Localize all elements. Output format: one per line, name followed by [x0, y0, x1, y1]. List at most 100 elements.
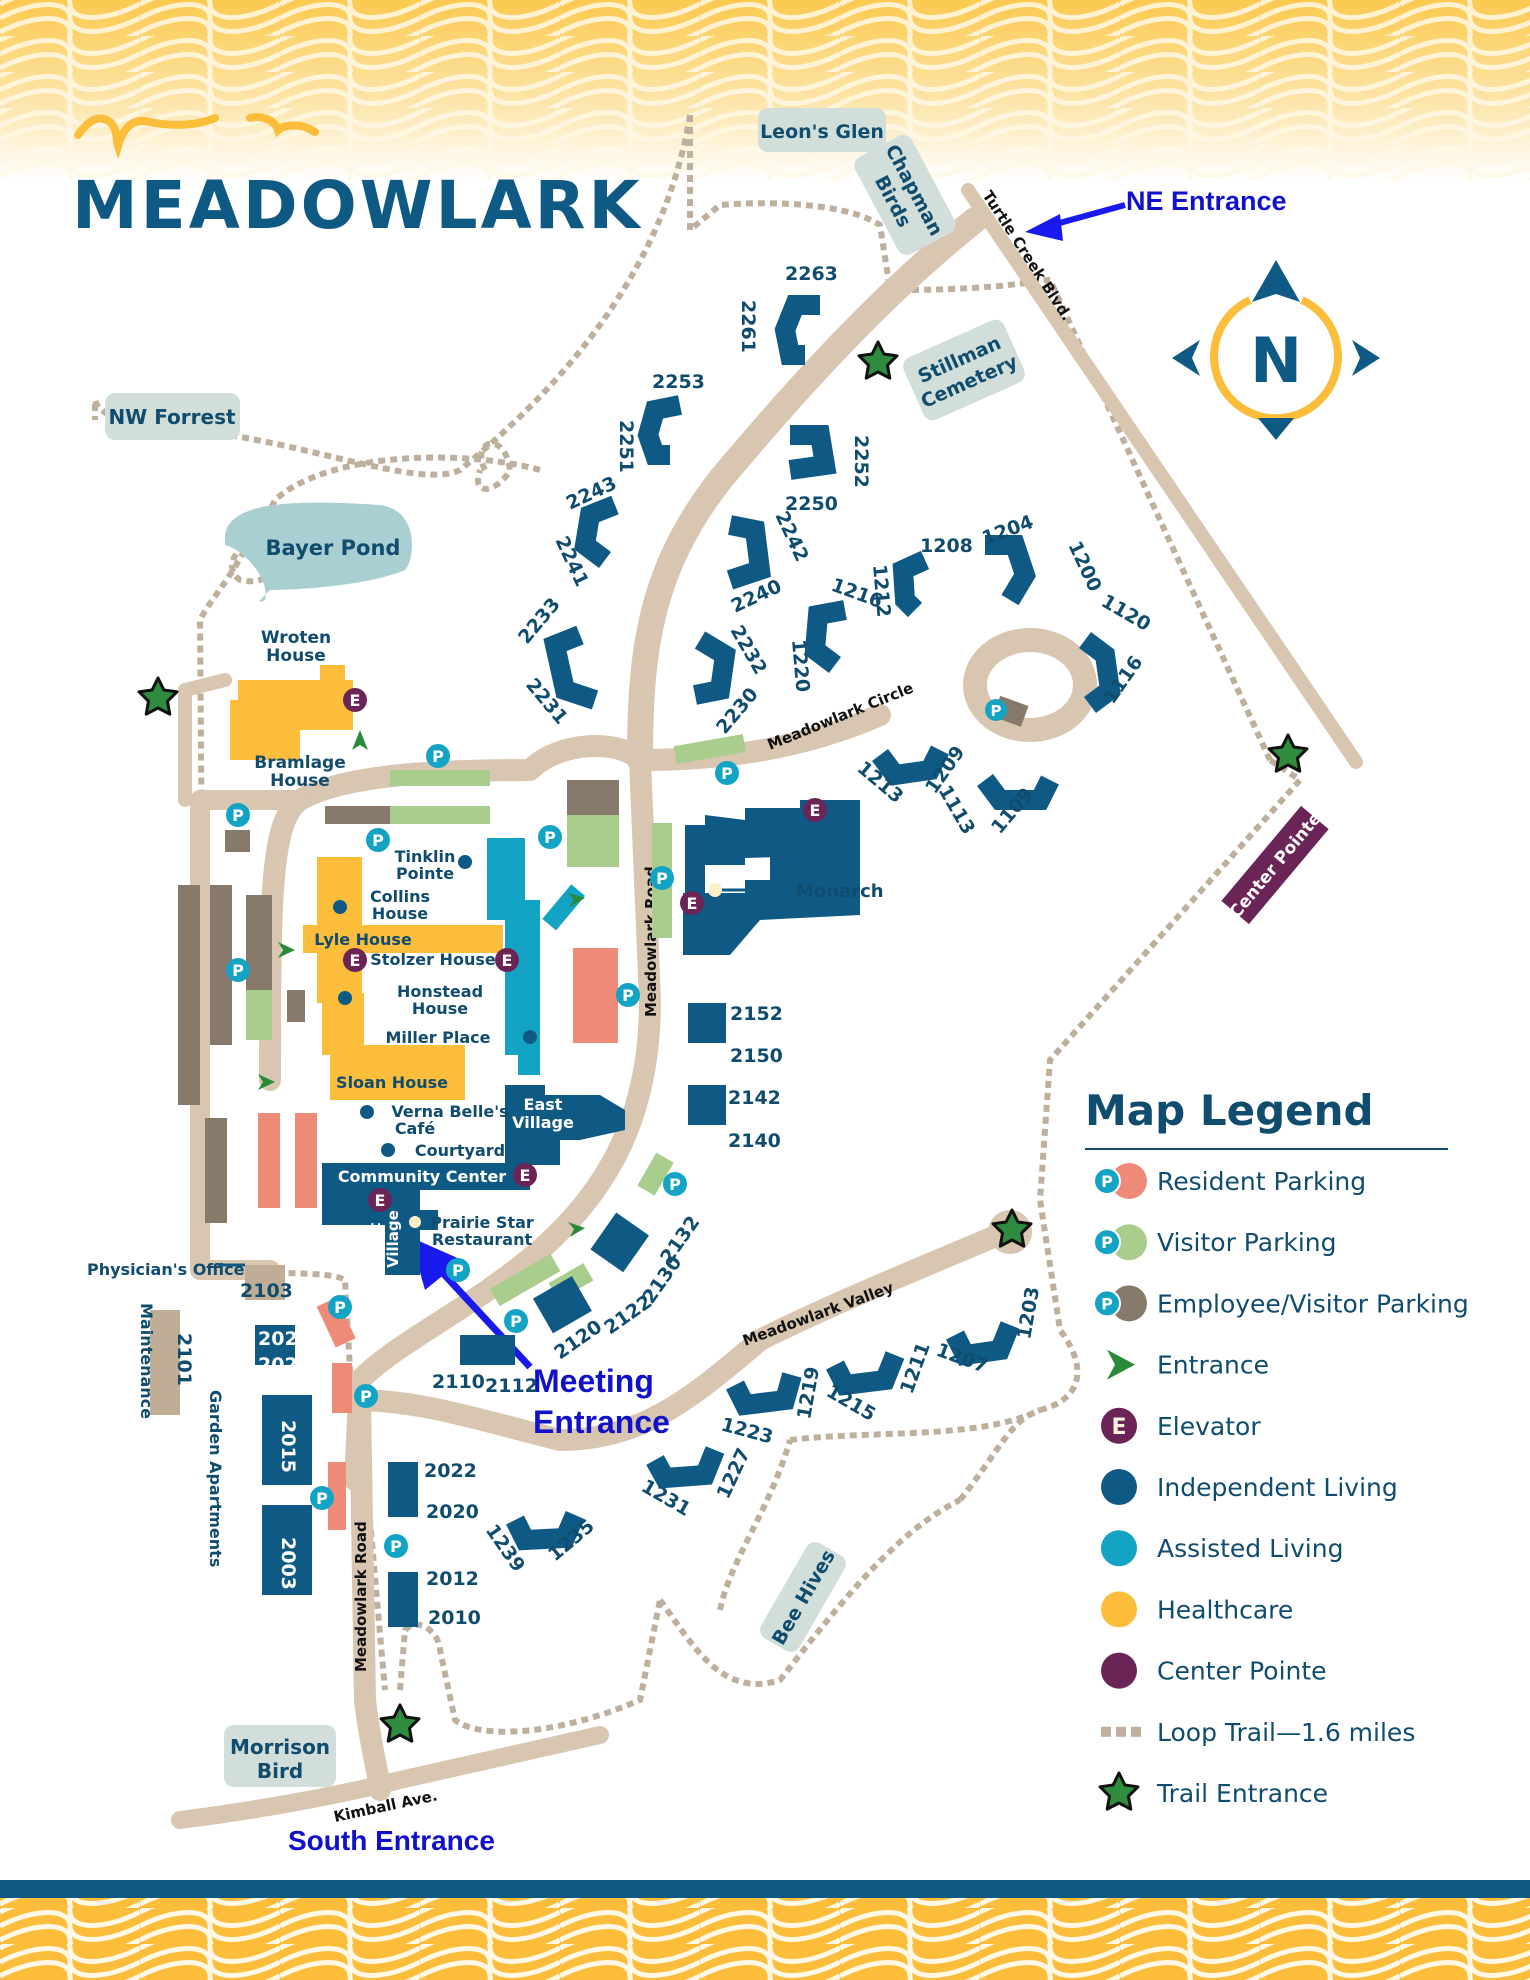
landmark-nw-forrest: NW Forrest — [105, 393, 240, 440]
legend-label: Employee/Visitor Parking — [1157, 1289, 1469, 1318]
legend-label: Trail Entrance — [1156, 1779, 1328, 1808]
legend-item: Assisted Living — [1101, 1530, 1343, 1567]
svg-text:2242: 2242 — [770, 508, 812, 565]
roads — [171, 183, 1363, 1829]
legend-item: E Elevator — [1101, 1407, 1261, 1444]
svg-text:Community Center: Community Center — [338, 1167, 506, 1186]
svg-text:P: P — [372, 831, 384, 850]
legend-item: Trail Entrance — [1098, 1771, 1328, 1811]
svg-text:E: E — [687, 894, 698, 913]
svg-text:House: House — [412, 999, 468, 1018]
landmark-bee-hives: Bee Hives — [760, 1542, 846, 1652]
legend-label: Center Pointe — [1157, 1657, 1327, 1686]
svg-text:2015: 2015 — [277, 1420, 299, 1473]
elevator-icon: E — [513, 1163, 537, 1187]
parking-p-icon: P — [426, 744, 450, 768]
svg-text:2010: 2010 — [428, 1607, 481, 1629]
svg-text:Garden Apartments: Garden Apartments — [206, 1390, 225, 1567]
elevator-icon: E — [495, 948, 519, 972]
parking-p-icon: P — [1093, 1285, 1147, 1322]
elevator-icon: E — [343, 948, 367, 972]
svg-text:2022: 2022 — [424, 1460, 477, 1482]
svg-text:2251: 2251 — [615, 420, 637, 473]
svg-text:P: P — [390, 1537, 402, 1556]
svg-text:2150: 2150 — [730, 1045, 783, 1067]
svg-text:Morrison: Morrison — [230, 1735, 330, 1759]
svg-text:NW Forrest: NW Forrest — [108, 405, 236, 429]
svg-text:1212: 1212 — [868, 564, 895, 619]
svg-text:1211: 1211 — [896, 1339, 935, 1396]
svg-text:2020: 2020 — [426, 1501, 479, 1523]
trail-entrance-star-icon — [857, 340, 899, 380]
dot-icon — [1101, 1469, 1137, 1505]
landmark-stillman-cemetery: Stillman Cemetery — [903, 319, 1025, 421]
legend-label: Elevator — [1157, 1412, 1261, 1441]
svg-text:Entrance: Entrance — [533, 1404, 670, 1440]
legend-label: Assisted Living — [1157, 1534, 1343, 1563]
entrance-arrow-icon — [568, 1222, 585, 1237]
svg-text:2261: 2261 — [737, 300, 759, 353]
svg-text:1223: 1223 — [719, 1414, 776, 1449]
svg-text:P: P — [316, 1489, 328, 1508]
svg-text:2142: 2142 — [728, 1087, 781, 1109]
elevator-icon: E — [368, 1188, 392, 1212]
parking-p-icon: P — [310, 1486, 334, 1510]
svg-text:1113: 1113 — [934, 782, 979, 839]
parking-p-icon: P — [226, 803, 250, 827]
svg-text:Bird: Bird — [257, 1759, 303, 1783]
svg-text:E: E — [520, 1166, 531, 1185]
legend-label: Independent Living — [1157, 1473, 1398, 1502]
road-label-turtle-creek: Turtle Creek Blvd. — [979, 187, 1076, 324]
svg-text:Village: Village — [512, 1113, 574, 1132]
legend-title: Map Legend — [1085, 1086, 1374, 1135]
dot-icon — [1101, 1591, 1137, 1628]
dot-icon — [1101, 1530, 1137, 1567]
ne-entrance-annotation: NE Entrance — [1025, 186, 1287, 241]
monarch-building: Monarch — [685, 800, 884, 945]
svg-text:2140: 2140 — [728, 1130, 781, 1152]
svg-text:2110: 2110 — [432, 1371, 485, 1393]
svg-text:2252: 2252 — [850, 435, 872, 488]
parking-p-icon: P — [446, 1258, 470, 1282]
svg-text:House: House — [266, 646, 326, 666]
legend-item: Center Pointe — [1101, 1652, 1327, 1689]
svg-text:1220: 1220 — [787, 639, 814, 694]
svg-text:P: P — [232, 961, 244, 980]
svg-text:E: E — [1111, 1415, 1126, 1440]
svg-text:Bramlage: Bramlage — [254, 753, 346, 773]
svg-text:Honstead: Honstead — [397, 982, 483, 1001]
svg-text:Verna Belle's: Verna Belle's — [391, 1102, 508, 1121]
svg-text:Tinklin: Tinklin — [395, 847, 456, 866]
svg-text:P: P — [232, 806, 244, 825]
svg-text:Leon's Glen: Leon's Glen — [760, 121, 884, 143]
svg-text:P: P — [721, 764, 733, 783]
svg-text:2250: 2250 — [785, 493, 838, 515]
apartment-clusters — [506, 295, 1121, 1551]
elevator-icon: E — [343, 688, 367, 712]
svg-text:P: P — [1101, 1172, 1113, 1191]
svg-text:P: P — [544, 828, 556, 847]
svg-text:2152: 2152 — [730, 1003, 783, 1025]
svg-text:Café: Café — [395, 1119, 436, 1138]
svg-text:Stolzer House: Stolzer House — [370, 950, 496, 969]
svg-text:House: House — [372, 904, 428, 923]
svg-text:2003: 2003 — [277, 1537, 299, 1590]
svg-text:E: E — [375, 1191, 386, 1210]
legend-item: P Employee/Visitor Parking — [1093, 1285, 1469, 1322]
svg-text:N: N — [1250, 324, 1302, 397]
svg-text:E: E — [350, 691, 361, 710]
trail-dashes-icon — [1101, 1726, 1141, 1737]
road-label-meadowlark-road-south: Meadowlark Road — [352, 1521, 370, 1672]
svg-text:East: East — [524, 1095, 563, 1114]
footer-wave-band — [0, 1880, 1530, 1980]
parking-p-icon: P — [1093, 1163, 1147, 1199]
entrance-arrow-icon — [1107, 1349, 1135, 1380]
landmark-bayer-pond: Bayer Pond — [225, 502, 413, 602]
parking-p-icon: P — [650, 866, 674, 890]
svg-text:Restaurant: Restaurant — [432, 1230, 533, 1249]
svg-text:West: West — [366, 1223, 384, 1265]
legend-item: Independent Living — [1101, 1469, 1398, 1505]
parking-p-icon: P — [616, 983, 640, 1007]
parking-p-icon: P — [384, 1534, 408, 1558]
svg-text:Maintenance: Maintenance — [137, 1303, 156, 1419]
